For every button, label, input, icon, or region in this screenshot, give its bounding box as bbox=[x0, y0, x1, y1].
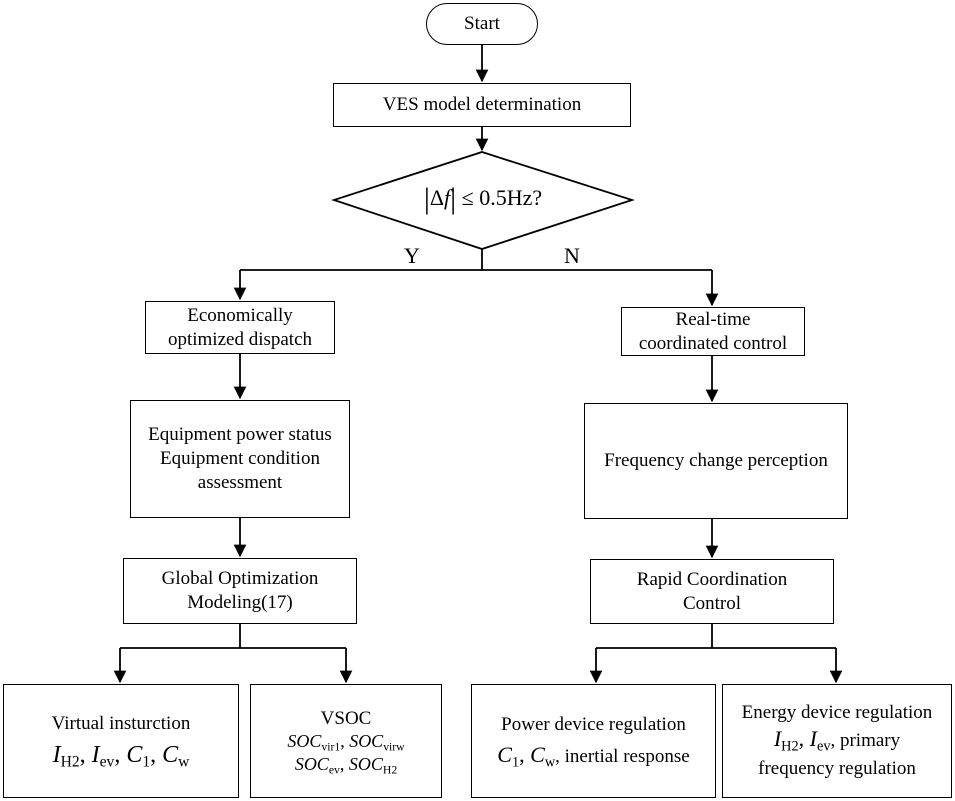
econ-dispatch-box: Economically optimized dispatch bbox=[145, 301, 335, 354]
equip-line-1: Equipment power status bbox=[148, 424, 332, 446]
global-optimization-box: Global Optimization Modeling(17) bbox=[123, 558, 357, 624]
virtual-instruction-box: Virtual insturction IH2, Iev, C1, Cw bbox=[3, 684, 239, 798]
realtime-control-box: Real-time coordinated control bbox=[621, 307, 805, 356]
equipment-status-box: Equipment power status Equipment conditi… bbox=[130, 400, 350, 518]
rapid-line-2: Control bbox=[682, 592, 742, 614]
energy-variables: IH2, Iev, primary bbox=[773, 726, 901, 755]
global-line-1: Global Optimization bbox=[161, 568, 319, 590]
virtual-title: Virtual insturction bbox=[51, 713, 191, 735]
global-line-2: Modeling(17) bbox=[187, 592, 293, 613]
start-label: Start bbox=[464, 13, 500, 35]
realtime-line-1: Real-time bbox=[675, 308, 751, 330]
decision-delta: Δ bbox=[429, 185, 445, 210]
econ-line-1: Economically bbox=[187, 304, 293, 326]
start-terminal: Start bbox=[426, 3, 538, 45]
equip-line-2: Equipment condition bbox=[160, 448, 320, 470]
realtime-line-2: coordinated control bbox=[638, 332, 788, 354]
freq-label: Frequency change perception bbox=[604, 450, 828, 472]
decision-variable: f bbox=[444, 185, 451, 210]
power-tail: , inertial response bbox=[555, 746, 690, 767]
energy-device-box: Energy device regulation IH2, Iev, prima… bbox=[722, 684, 952, 798]
vsoc-line-1: SOCvir1, SOCvirw bbox=[287, 731, 405, 754]
rapid-line-1: Rapid Coordination bbox=[636, 568, 788, 590]
econ-line-2: optimized dispatch bbox=[167, 328, 313, 350]
power-device-box: Power device regulation C1, Cw, inertial… bbox=[471, 684, 716, 798]
energy-line-3: frequency regulation bbox=[758, 757, 916, 779]
branch-no-label: N bbox=[564, 243, 580, 268]
decision-condition: ≤ 0.5Hz? bbox=[461, 185, 543, 210]
vsoc-box: VSOC SOCvir1, SOCvirw SOCev, SOCH2 bbox=[250, 684, 442, 798]
decision-label: |Δf| ≤ 0.5Hz? bbox=[423, 182, 543, 215]
branch-yes-label: Y bbox=[404, 243, 420, 268]
equip-line-3: assessment bbox=[197, 471, 283, 493]
energy-tail: , primary bbox=[830, 730, 901, 752]
rapid-coordination-box: Rapid Coordination Control bbox=[590, 559, 834, 624]
ves-model-label: VES model determination bbox=[382, 94, 582, 116]
power-title: Power device regulation bbox=[501, 714, 686, 736]
ves-model-box: VES model determination bbox=[333, 83, 631, 127]
energy-title: Energy device regulation bbox=[741, 702, 933, 724]
frequency-perception-box: Frequency change perception bbox=[584, 403, 848, 519]
vsoc-line-2: SOCev, SOCH2 bbox=[294, 753, 398, 777]
power-variables: C1, Cw, inertial response bbox=[497, 742, 690, 771]
vsoc-title: VSOC bbox=[320, 707, 372, 729]
virtual-variables: IH2, Iev, C1, Cw bbox=[52, 741, 190, 771]
